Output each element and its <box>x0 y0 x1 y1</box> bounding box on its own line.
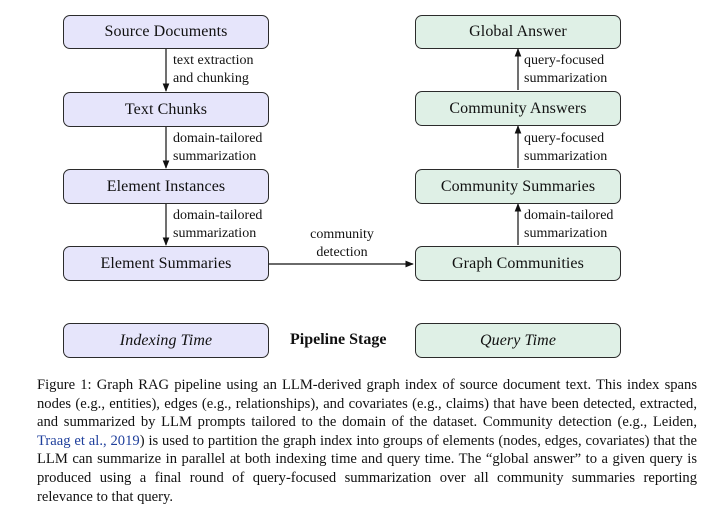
node-label: Graph Communities <box>452 254 584 272</box>
edge-label-community-detection: community detection <box>296 226 388 262</box>
node-label: Element Summaries <box>100 254 232 272</box>
node-label: Text Chunks <box>124 100 208 118</box>
caption-text: Figure 1: Graph RAG pipeline using an LL… <box>37 377 697 431</box>
edge-label-line: summarization <box>524 149 608 164</box>
node-element-instances: Element Instances <box>63 169 269 204</box>
node-label: Community Answers <box>449 99 587 117</box>
node-community-summaries: Community Summaries <box>415 169 621 204</box>
node-text-chunks: Text Chunks <box>63 92 269 127</box>
node-community-answers: Community Answers <box>415 91 621 126</box>
edge-label-query-focused-2: query-focused summarization <box>524 52 607 88</box>
edge-label-line: query-focused <box>524 53 605 68</box>
node-global-answer: Global Answer <box>415 15 621 49</box>
edge-label-line: summarization <box>524 71 608 86</box>
caption-text: ) is used to partition the graph index i… <box>37 432 697 505</box>
edge-label-line: summarization <box>524 226 608 241</box>
legend-pipeline-stage: Pipeline Stage <box>290 331 387 348</box>
node-label: Source Documents <box>104 23 228 40</box>
edge-label-line: summarization <box>173 226 257 241</box>
figure-caption: Figure 1: Graph RAG pipeline using an LL… <box>37 376 697 506</box>
legend-query-time: Query Time <box>415 323 621 358</box>
legend-indexing-time: Indexing Time <box>63 323 269 358</box>
edge-label-line: text extraction <box>173 53 254 68</box>
node-graph-communities: Graph Communities <box>415 246 621 281</box>
edge-label-extraction: text extraction and chunking <box>173 52 253 88</box>
edge-label-line: domain-tailored <box>524 208 614 223</box>
edge-label-line: domain-tailored <box>173 131 263 146</box>
edge-label-line: domain-tailored <box>173 208 263 223</box>
edge-label-query-focused-1: query-focused summarization <box>524 130 607 166</box>
edge-label-domain-tailored-2: domain-tailored summarization <box>173 207 262 243</box>
edge-label-domain-tailored-3: domain-tailored summarization <box>524 207 613 243</box>
legend-label: Query Time <box>479 331 557 349</box>
edge-label-line: community <box>310 227 374 242</box>
node-label: Element Instances <box>106 177 226 195</box>
legend-label: Indexing Time <box>119 331 213 349</box>
edge-label-line: query-focused <box>524 131 605 146</box>
edge-label-line: detection <box>316 245 368 260</box>
node-label: Global Answer <box>469 23 567 40</box>
edge-label-domain-tailored-1: domain-tailored summarization <box>173 130 262 166</box>
citation-link[interactable]: Traag et al., 2019 <box>37 432 140 449</box>
node-label: Community Summaries <box>440 177 596 195</box>
edge-label-line: and chunking <box>173 71 249 86</box>
node-source-documents: Source Documents <box>63 15 269 49</box>
edge-label-line: summarization <box>173 149 257 164</box>
node-element-summaries: Element Summaries <box>63 246 269 281</box>
